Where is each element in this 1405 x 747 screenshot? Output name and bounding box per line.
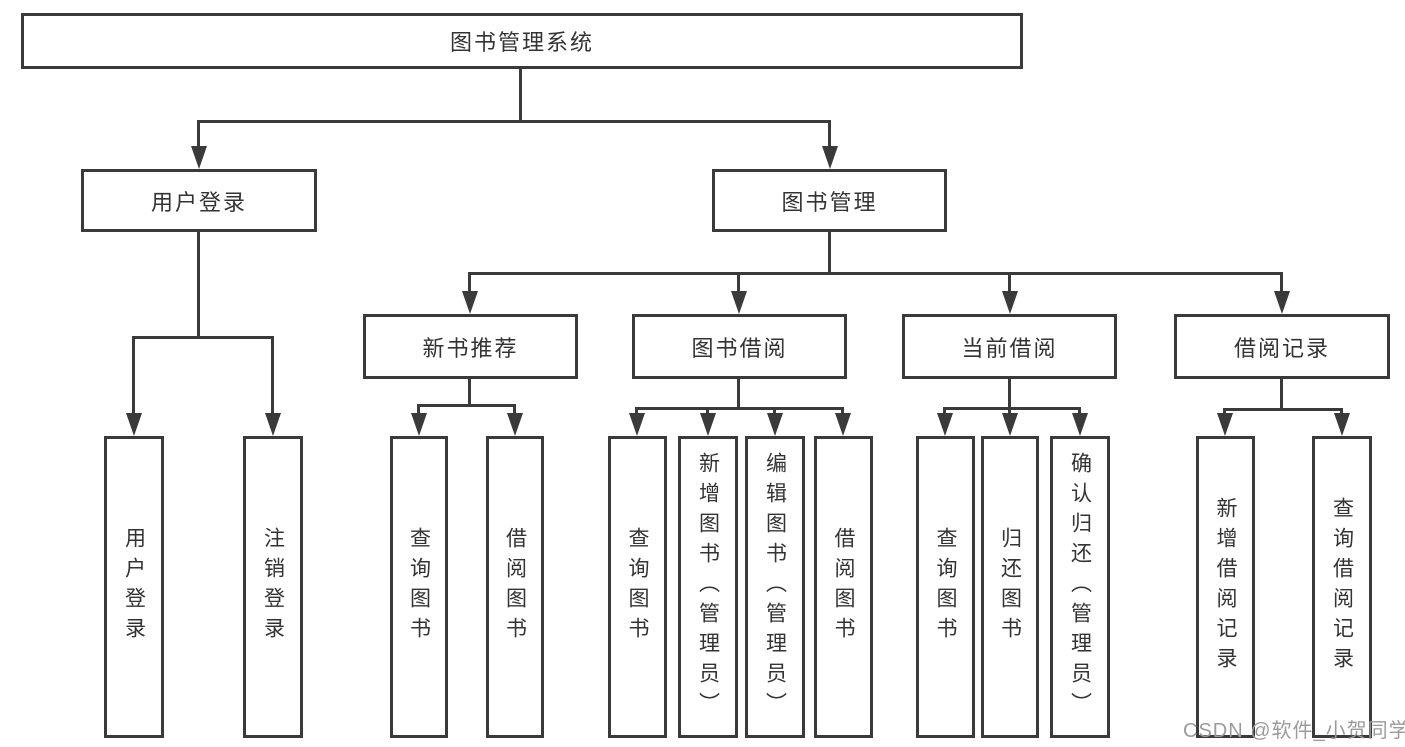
down-arrowhead-leaf-query-1 (411, 413, 427, 436)
connector-borrow-records-shaft (1280, 272, 1283, 293)
connector-leaf-borrow-1-shaft (513, 404, 516, 415)
connector-user-login-rail (132, 336, 274, 339)
down-arrowhead-book-mgmt (822, 146, 838, 169)
connector-user-login-stem (197, 232, 200, 339)
connector-leaf-logout-shaft (271, 336, 274, 415)
node-new-book-recommend-label: 新书推荐 (422, 335, 519, 361)
down-arrowhead-leaf-user-login (126, 413, 142, 436)
leaf-add-book-label: 新增图书（管理员） (696, 452, 720, 722)
leaf-add-borrow-record: 新增借阅记录 (1196, 436, 1255, 738)
connector-current-borrow-rail (943, 407, 1081, 410)
leaf-query-book-1-label: 查询图书 (407, 527, 431, 647)
connector-leaf-query-1-shaft (417, 404, 420, 415)
leaf-user-login: 用户登录 (104, 436, 164, 738)
leaf-add-borrow-record-label: 新增借阅记录 (1214, 497, 1237, 677)
connector-book-mgmt-shaft (828, 120, 831, 148)
connector-leaf-query-3-shaft (943, 407, 946, 415)
down-arrowhead-borrow-records (1274, 291, 1290, 314)
node-user-login-label: 用户登录 (150, 189, 247, 215)
connector-leaf-return-shaft (1008, 407, 1011, 415)
down-arrowhead-leaf-edit-book (767, 413, 783, 436)
node-book-management-label: 图书管理 (781, 189, 878, 215)
down-arrowhead-new-book-rec (462, 291, 478, 314)
leaf-edit-book: 编辑图书（管理员） (745, 436, 805, 738)
leaf-borrow-book-2: 借阅图书 (814, 436, 873, 738)
node-current-borrow: 当前借阅 (902, 314, 1117, 379)
connector-level3-rail (468, 272, 1283, 275)
leaf-logout: 注销登录 (243, 436, 303, 738)
down-arrowhead-leaf-add-book (700, 413, 716, 436)
leaf-add-book: 新增图书（管理员） (678, 436, 738, 738)
leaf-borrow-book-1: 借阅图书 (486, 436, 544, 738)
connector-current-borrow-shaft (1008, 272, 1011, 293)
node-book-management: 图书管理 (712, 169, 947, 232)
node-new-book-recommend: 新书推荐 (363, 314, 578, 379)
down-arrowhead-leaf-query-3 (937, 413, 953, 436)
node-book-borrow-label: 图书借阅 (691, 335, 788, 361)
node-current-borrow-label: 当前借阅 (961, 335, 1058, 361)
down-arrowhead-leaf-borrow-1 (507, 413, 523, 436)
connector-root-stem (519, 69, 522, 123)
leaf-return-book: 归还图书 (981, 436, 1039, 738)
leaf-logout-label: 注销登录 (261, 527, 285, 647)
leaf-query-borrow-record-label: 查询借阅记录 (1330, 497, 1354, 677)
down-arrowhead-current-borrow (1002, 291, 1018, 314)
connector-leaf-add-record-shaft (1223, 408, 1226, 415)
down-arrowhead-book-borrow (731, 291, 747, 314)
leaf-query-book-3: 查询图书 (916, 436, 975, 738)
connector-book-borrow-stem (737, 379, 740, 410)
connector-leaf-query-record-shaft (1340, 408, 1343, 415)
down-arrowhead-leaf-logout (265, 413, 281, 436)
leaf-query-book-1: 查询图书 (390, 436, 448, 738)
connector-leaf-edit-book-shaft (773, 407, 776, 415)
csdn-watermark: CSDN @软件_小贺同学 (1183, 720, 1405, 742)
leaf-return-book-label: 归还图书 (998, 527, 1022, 647)
down-arrowhead-leaf-query-2 (629, 413, 645, 436)
leaf-borrow-book-1-label: 借阅图书 (503, 527, 527, 647)
connector-new-book-rec-rail (417, 404, 516, 407)
leaf-confirm-return-label: 确认归还（管理员） (1068, 452, 1092, 722)
leaf-user-login-label: 用户登录 (122, 527, 146, 647)
connector-leaf-confirm-return-shaft (1078, 407, 1081, 415)
down-arrowhead-leaf-add-record (1217, 413, 1233, 436)
connector-user-login-shaft (197, 120, 200, 148)
down-arrowhead-user-login (191, 146, 207, 169)
connector-borrow-records-stem (1280, 379, 1283, 411)
down-arrowhead-leaf-confirm-return (1072, 413, 1088, 436)
node-user-login: 用户登录 (81, 169, 317, 232)
connector-borrow-records-rail (1223, 408, 1343, 411)
node-borrow-records-label: 借阅记录 (1233, 335, 1330, 361)
connector-new-book-rec-shaft (468, 272, 471, 293)
leaf-query-borrow-record: 查询借阅记录 (1312, 436, 1372, 738)
connector-leaf-user-login-shaft (132, 336, 135, 415)
leaf-query-book-2-label: 查询图书 (626, 527, 649, 647)
connector-leaf-borrow-2-shaft (841, 407, 844, 415)
node-borrow-records: 借阅记录 (1174, 314, 1390, 379)
down-arrowhead-leaf-query-record (1334, 413, 1350, 436)
connector-book-borrow-shaft (737, 272, 740, 293)
node-book-borrow: 图书借阅 (632, 314, 847, 379)
connector-book-mgmt-stem (828, 232, 831, 275)
connector-leaf-add-book-shaft (706, 407, 709, 415)
connector-book-borrow-rail (635, 407, 844, 410)
leaf-query-book-2: 查询图书 (608, 436, 667, 738)
connector-current-borrow-stem (1008, 379, 1011, 410)
leaf-edit-book-label: 编辑图书（管理员） (763, 452, 787, 722)
leaf-confirm-return: 确认归还（管理员） (1050, 436, 1110, 738)
down-arrowhead-leaf-return (1002, 413, 1018, 436)
leaf-query-book-3-label: 查询图书 (934, 527, 957, 647)
down-arrowhead-leaf-borrow-2 (835, 413, 851, 436)
node-root-label: 图书管理系统 (449, 30, 594, 55)
leaf-borrow-book-2-label: 借阅图书 (832, 527, 855, 647)
connector-leaf-query-2-shaft (635, 407, 638, 415)
connector-level2-rail (197, 120, 831, 123)
connector-new-book-rec-stem (468, 379, 471, 407)
node-root: 图书管理系统 (21, 13, 1023, 69)
